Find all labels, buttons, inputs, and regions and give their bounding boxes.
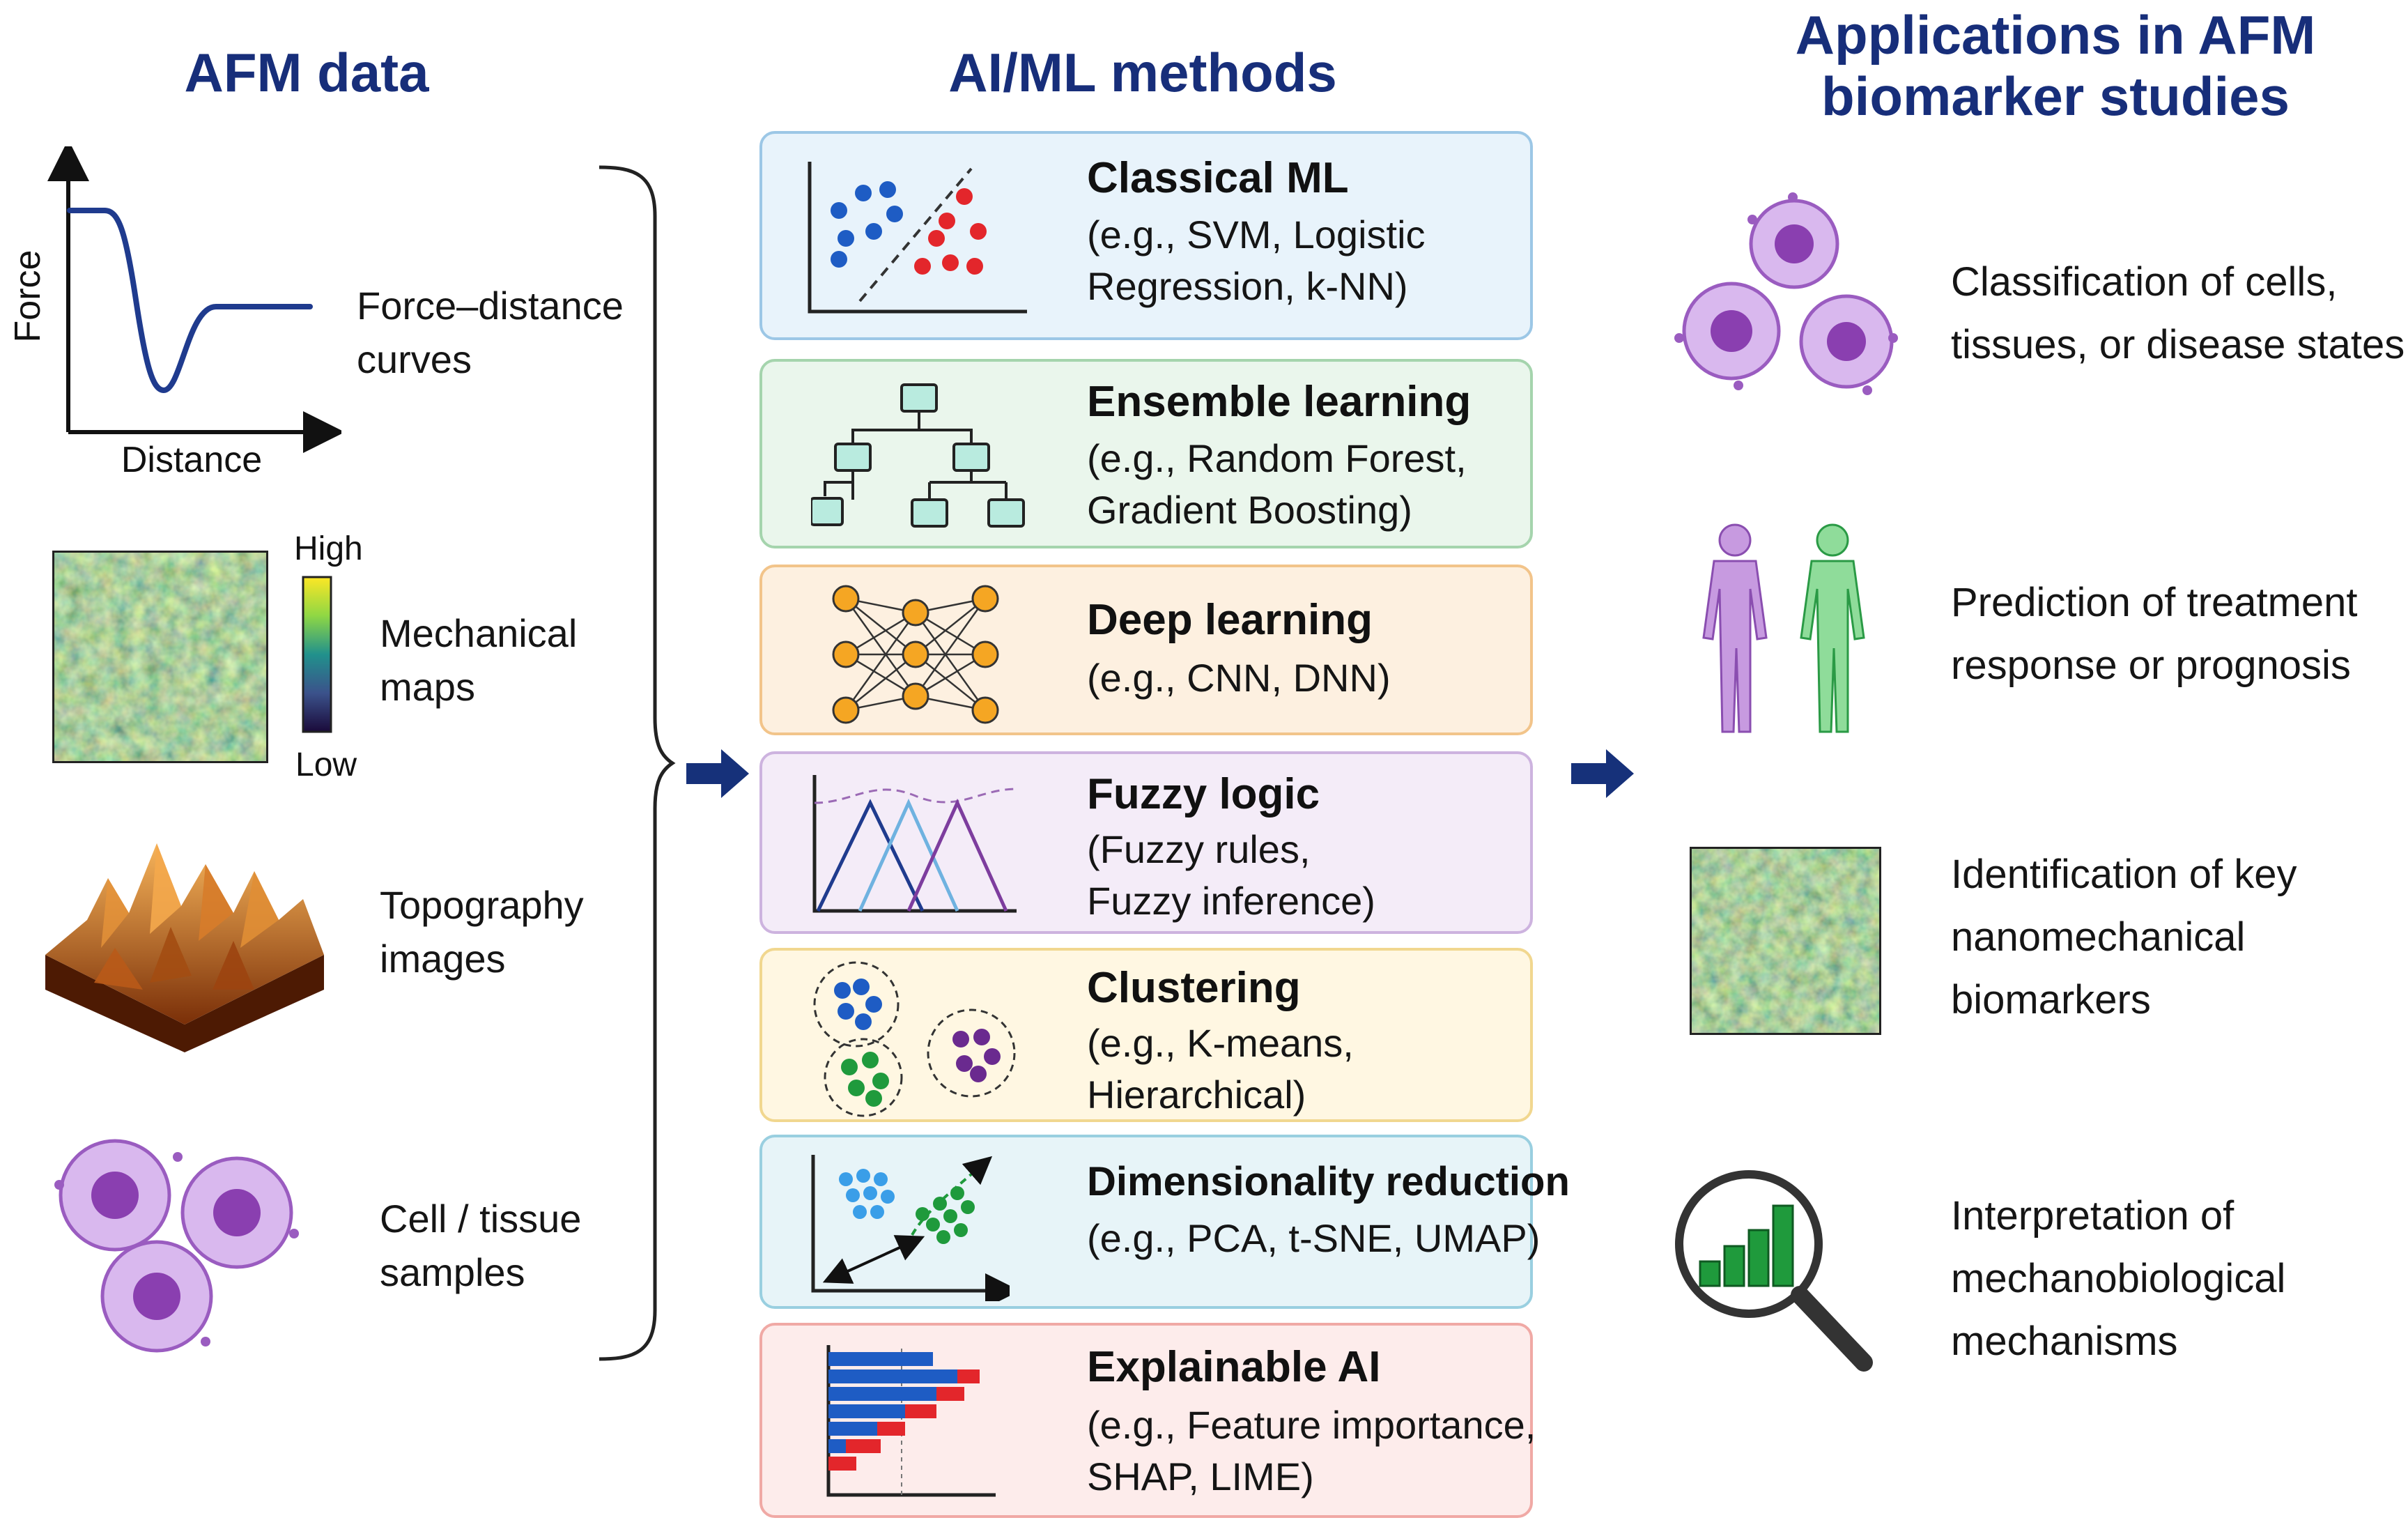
fd-curve: [67, 208, 313, 394]
method-subtitle-line2: Hierarchical): [1087, 1072, 1306, 1117]
colorbar-high-label: High: [294, 530, 363, 567]
method-card-clustering: Clustering (e.g., K-means, Hierarchical): [759, 948, 1533, 1122]
method-card-classical-ml: Classical ML (e.g., SVM, Logistic Regres…: [759, 131, 1533, 340]
method-subtitle: (Fuzzy rules, Fuzzy inference): [1087, 824, 1375, 927]
application-line2: tissues, or disease states: [1951, 321, 2405, 367]
ai-ml-methods-title: AI/ML methods: [948, 42, 1337, 103]
human-figure-icon: [1800, 523, 1865, 733]
application-line1: Classification of cells,: [1951, 259, 2338, 305]
fd-y-axis-label: Force: [8, 250, 48, 343]
grouping-brace: [599, 165, 676, 1361]
topo-label-line1: Topography: [380, 883, 584, 927]
method-card-ensemble-learning: Ensemble learning (e.g., Random Forest, …: [759, 359, 1533, 548]
application-line2: response or prognosis: [1951, 642, 2351, 688]
application-line3: biomarkers: [1951, 976, 2151, 1022]
method-card-fuzzy-logic: Fuzzy logic (Fuzzy rules, Fuzzy inferenc…: [759, 751, 1533, 934]
application-interpretation: Interpretation of mechanobiological mech…: [1951, 1185, 2285, 1373]
cell-tissue-label: Cell / tissue samples: [380, 1192, 581, 1300]
method-subtitle-line2: SHAP, LIME): [1087, 1454, 1314, 1498]
method-subtitle-line1: (e.g., SVM, Logistic: [1087, 213, 1426, 256]
method-subtitle: (e.g., CNN, DNN): [1087, 652, 1391, 704]
method-title: Dimensionality reduction: [1087, 1159, 1570, 1204]
method-card-explainable-ai: Explainable AI (e.g., Feature importance…: [759, 1323, 1536, 1518]
method-title: Ensemble learning: [1087, 378, 1472, 426]
applications-title: Applications in AFM biomarker studies: [1721, 4, 2390, 127]
method-subtitle: (e.g., Random Forest, Gradient Boosting): [1087, 433, 1467, 536]
decision-tree-icon: [811, 383, 1025, 528]
method-title: Deep learning: [1087, 596, 1373, 644]
mechanical-map-image: [52, 551, 268, 763]
application-line2: nanomechanical: [1951, 914, 2246, 960]
mechanical-maps-label: Mechanical maps: [380, 606, 577, 714]
topography-label: Topography images: [380, 878, 584, 986]
projection-icon: [811, 1155, 1010, 1301]
application-line3: mechanisms: [1951, 1318, 2178, 1364]
method-subtitle: (e.g., K-means, Hierarchical): [1087, 1018, 1354, 1121]
method-subtitle: (e.g., Feature importance, SHAP, LIME): [1087, 1399, 1536, 1503]
applications-title-line1: Applications in AFM: [1795, 4, 2316, 66]
cell-label-line2: samples: [380, 1250, 525, 1295]
application-line2: mechanobiological: [1951, 1255, 2286, 1301]
method-subtitle-line1: (e.g., Random Forest,: [1087, 436, 1467, 480]
feature-importance-icon: [826, 1345, 996, 1497]
method-subtitle-line1: (e.g., Feature importance,: [1087, 1403, 1536, 1447]
method-subtitle-line1: (Fuzzy rules,: [1087, 827, 1311, 871]
neural-network-icon: [832, 585, 999, 724]
clusters-icon: [813, 961, 1016, 1117]
human-figure-icon: [1702, 523, 1768, 733]
method-subtitle-line1: (e.g., CNN, DNN): [1087, 656, 1391, 700]
human-figures-icon: [1702, 523, 1865, 733]
method-title: Explainable AI: [1087, 1343, 1381, 1391]
method-title: Classical ML: [1087, 154, 1349, 202]
method-title: Fuzzy logic: [1087, 770, 1320, 818]
method-card-dimensionality-reduction: Dimensionality reduction (e.g., PCA, t-S…: [759, 1135, 1570, 1309]
cell: [59, 1139, 171, 1252]
cell: [100, 1240, 213, 1353]
topo-label-line2: images: [380, 937, 506, 981]
method-subtitle-line1: (e.g., K-means,: [1087, 1021, 1354, 1065]
cell: [180, 1156, 293, 1269]
application-line1: Interpretation of: [1951, 1193, 2235, 1238]
arrow-right-icon: [1571, 749, 1634, 798]
application-line1: Identification of key: [1951, 852, 2297, 897]
colorbar: [302, 576, 332, 733]
method-subtitle: (e.g., PCA, t-SNE, UMAP): [1087, 1213, 1540, 1264]
cells-sample-icon: [54, 1139, 299, 1353]
map-label-line2: maps: [380, 665, 475, 709]
application-line1: Prediction of treatment: [1951, 580, 2358, 625]
scatter-classifier-icon: [808, 162, 1027, 314]
method-subtitle-line2: Regression, k-NN): [1087, 263, 1408, 308]
method-subtitle-line1: (e.g., PCA, t-SNE, UMAP): [1087, 1216, 1541, 1260]
method-subtitle-line2: Gradient Boosting): [1087, 487, 1412, 532]
fd-label-line2: curves: [357, 337, 472, 382]
afm-data-title: AFM data: [184, 42, 429, 103]
topography-image: [45, 843, 324, 1052]
membership-functions-icon: [812, 775, 1017, 913]
force-distance-plot: [47, 146, 341, 453]
cells-icon: [1674, 192, 1898, 395]
magnifier-chart-icon: [1675, 1170, 1873, 1372]
heatmap-icon: [1690, 847, 1881, 1035]
application-prediction: Prediction of treatment response or prog…: [1951, 571, 2358, 697]
map-label-line1: Mechanical: [380, 611, 578, 655]
method-card-deep-learning: Deep learning (e.g., CNN, DNN): [759, 565, 1533, 735]
method-title: Clustering: [1087, 964, 1301, 1012]
method-subtitle-line2: Fuzzy inference): [1087, 878, 1375, 923]
applications-title-line2: biomarker studies: [1821, 66, 2290, 128]
application-identification: Identification of key nanomechanical bio…: [1951, 843, 2297, 1031]
colorbar-low-label: Low: [295, 746, 357, 783]
application-classification: Classification of cells, tissues, or dis…: [1951, 251, 2405, 376]
cell-label-line1: Cell / tissue: [380, 1197, 582, 1241]
fd-x-axis-label: Distance: [121, 440, 263, 480]
arrow-right-icon: [686, 749, 749, 798]
fd-curves-label: Force–distance curves: [357, 279, 624, 387]
fd-label-line1: Force–distance: [357, 284, 624, 328]
method-subtitle: (e.g., SVM, Logistic Regression, k-NN): [1087, 209, 1426, 312]
